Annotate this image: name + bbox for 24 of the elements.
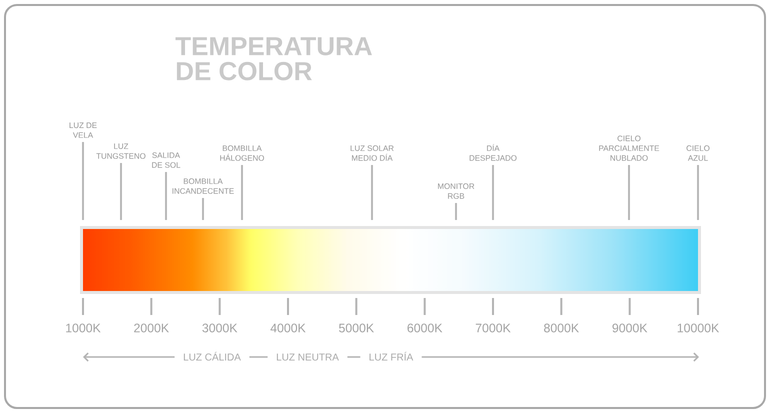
tick-label: 4000K (270, 324, 306, 332)
leader-line (82, 142, 84, 220)
gradient-bar (80, 226, 701, 294)
leader-line (492, 165, 494, 220)
tick-label: 7000K (476, 324, 511, 332)
range-label: LUZ NEUTRA (268, 351, 348, 363)
tick-label: 6000K (408, 324, 442, 332)
leader-line (120, 163, 122, 220)
leader-line (628, 165, 630, 220)
leader-line (455, 203, 457, 220)
leader-line (241, 165, 243, 220)
tick-label: 1000K (66, 324, 101, 332)
leader-line (165, 172, 167, 220)
tick-label: 10000K (678, 324, 720, 332)
tick-label: 9000K (612, 324, 648, 332)
tick-label: 8000K (544, 324, 579, 332)
tick-label: 5000K (339, 324, 374, 332)
range-label: LUZ FRÍA (360, 351, 422, 363)
leader-line (697, 165, 699, 220)
leader-line (371, 165, 373, 220)
leader-line (202, 198, 204, 220)
tick-label: 2000K (134, 324, 169, 332)
range-label: LUZ CÁLIDA (174, 351, 250, 363)
tick-label: 3000K (202, 324, 238, 332)
